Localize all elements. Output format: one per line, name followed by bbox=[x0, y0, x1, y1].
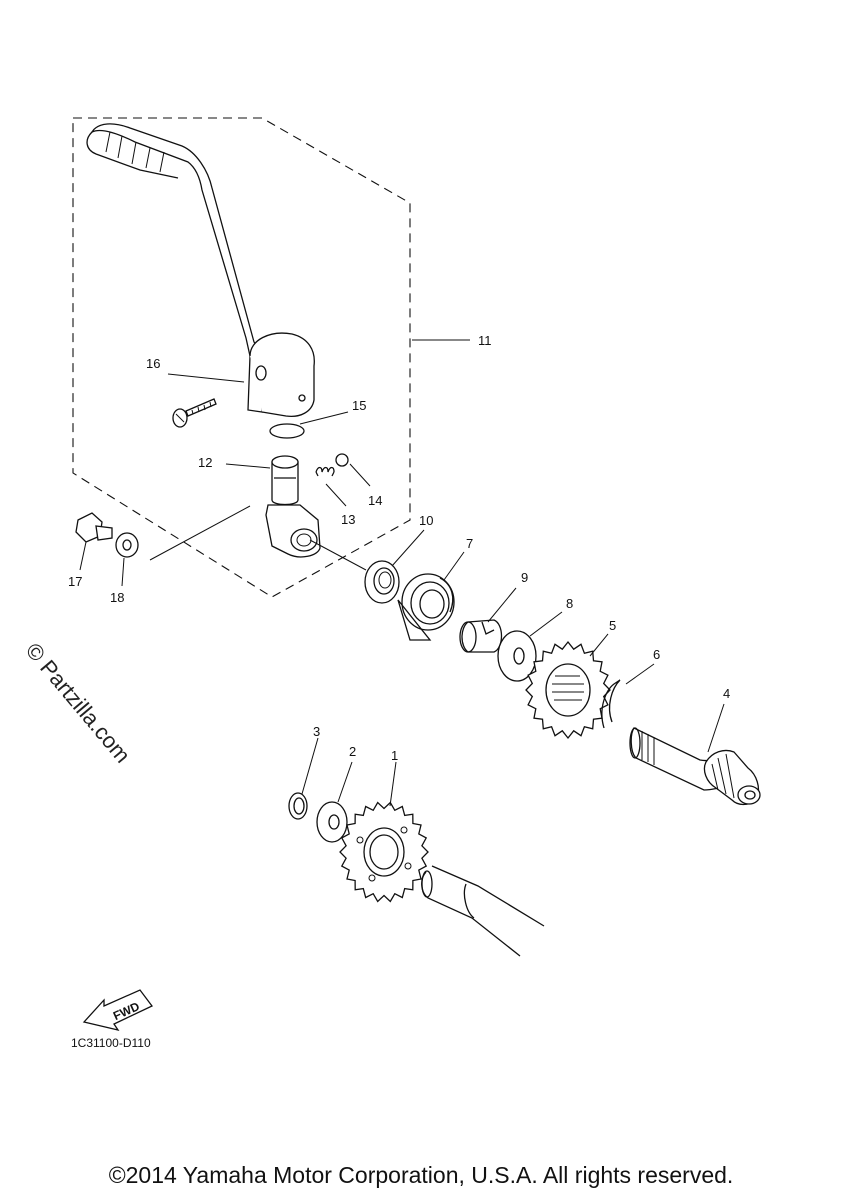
ball-part-14 bbox=[335, 453, 349, 467]
fwd-arrow-icon: FWD bbox=[82, 989, 153, 1032]
callout-2: 2 bbox=[349, 744, 356, 759]
callout-11: 11 bbox=[478, 333, 492, 348]
callout-7: 7 bbox=[466, 536, 473, 551]
callout-10: 10 bbox=[419, 513, 433, 528]
kick-lever bbox=[86, 123, 315, 418]
callout-12: 12 bbox=[198, 455, 212, 470]
callout-9: 9 bbox=[521, 570, 528, 585]
gear-part-5 bbox=[525, 640, 611, 740]
assembly-boundary bbox=[72, 117, 411, 598]
copyright-notice: ©2014 Yamaha Motor Corporation, U.S.A. A… bbox=[108, 1162, 734, 1188]
kick-shaft-part-4 bbox=[629, 727, 761, 806]
callout-14: 14 bbox=[368, 493, 382, 508]
callout-3: 3 bbox=[313, 724, 320, 739]
callout-labels: 1 2 3 4 5 6 7 8 9 10 11 12 13 14 15 16 1… bbox=[68, 333, 730, 763]
callout-6: 6 bbox=[653, 647, 660, 662]
bushing-part-9 bbox=[459, 619, 503, 653]
callout-16: 16 bbox=[146, 356, 160, 371]
callout-15: 15 bbox=[352, 398, 366, 413]
screw-part-16 bbox=[172, 398, 217, 428]
gear-part-1 bbox=[339, 801, 429, 903]
callout-5: 5 bbox=[609, 618, 616, 633]
idle-shaft bbox=[421, 865, 545, 957]
callout-13: 13 bbox=[341, 512, 355, 527]
bolt-part-17 bbox=[75, 512, 113, 543]
torsion-spring-part-7 bbox=[397, 573, 455, 641]
shaft-part-12 bbox=[265, 455, 321, 558]
washer-part-8 bbox=[497, 630, 537, 682]
seal-part-10 bbox=[364, 560, 400, 604]
spring-part-13 bbox=[315, 466, 335, 477]
leader-lines bbox=[79, 339, 725, 807]
diagram-code: 1C31100-D110 bbox=[71, 1036, 151, 1050]
callout-1: 1 bbox=[391, 748, 398, 763]
callout-17: 17 bbox=[68, 574, 82, 589]
callout-8: 8 bbox=[566, 596, 573, 611]
washer-part-18 bbox=[115, 532, 139, 558]
callout-18: 18 bbox=[110, 590, 124, 605]
callout-4: 4 bbox=[723, 686, 730, 701]
clip-part-6 bbox=[601, 679, 621, 729]
o-ring-part-15 bbox=[269, 423, 305, 439]
circlip-part-3 bbox=[288, 792, 308, 820]
washer-part-2 bbox=[316, 801, 348, 843]
